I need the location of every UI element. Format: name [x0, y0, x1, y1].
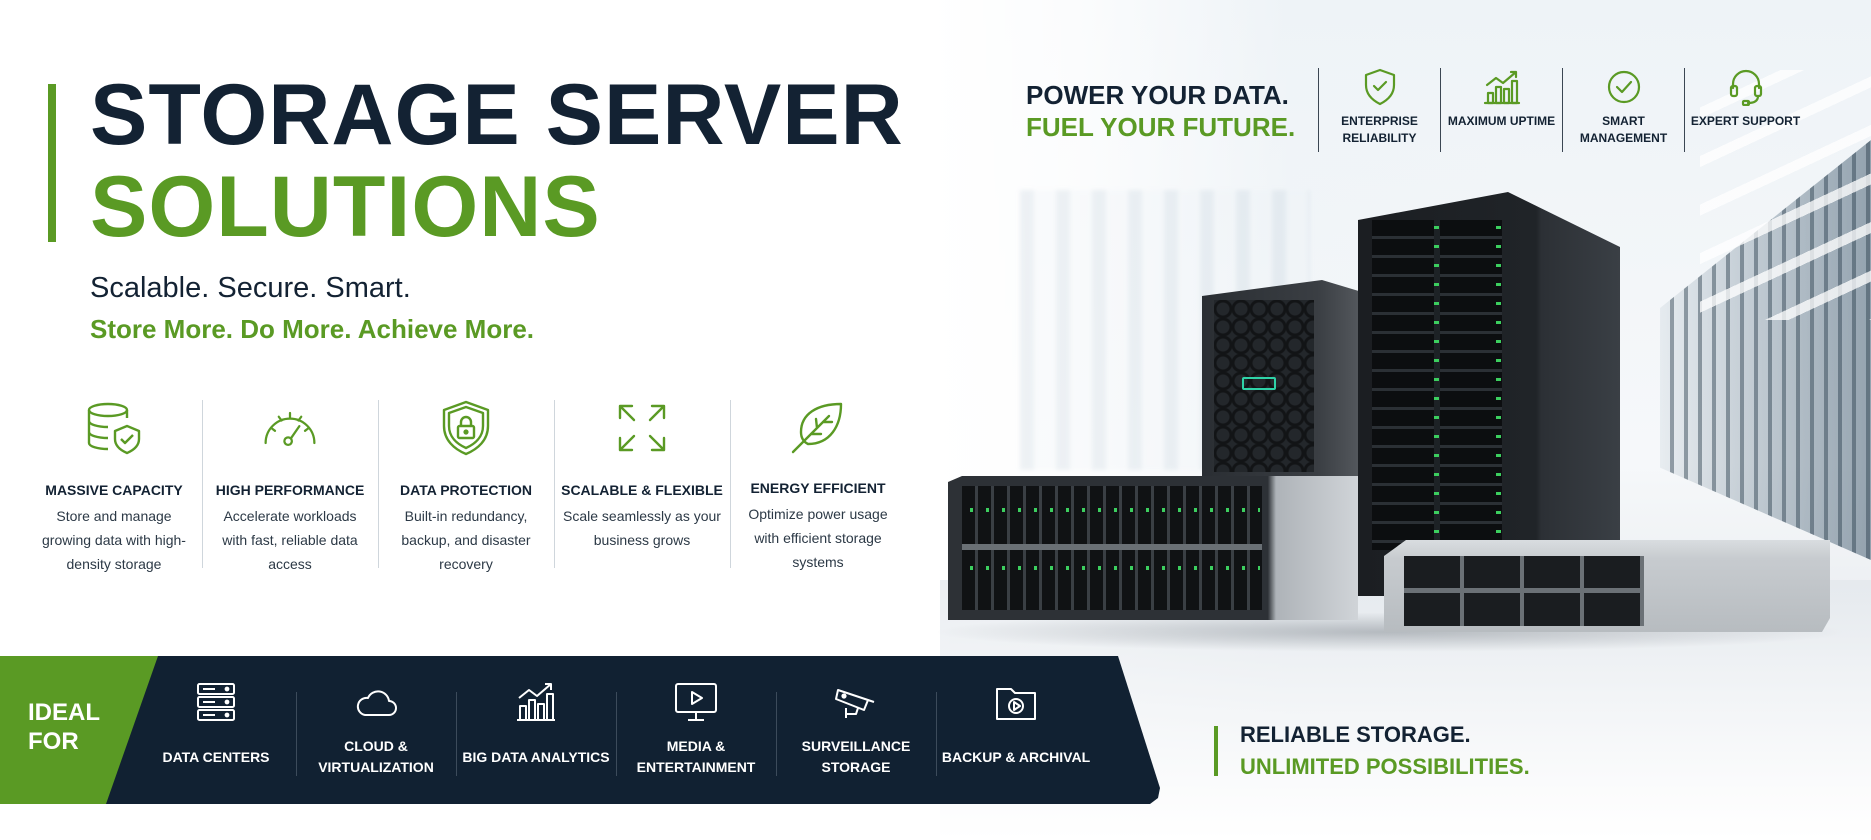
tower-server-badge — [1242, 377, 1276, 390]
feature-high-performance: HIGH PERFORMANCE Accelerate workloads wi… — [202, 398, 378, 572]
ideal-for-item-label: BIG DATA ANALYTICS — [462, 748, 610, 765]
hero-title-line2: SOLUTIONS — [90, 159, 601, 255]
benefit-expert-support: EXPERT SUPPORT — [1684, 68, 1806, 152]
ideal-for-item-label: SURVEILLANCE STORAGE — [801, 738, 911, 775]
rack-server-leds — [1496, 226, 1501, 546]
benefit-list: ENTERPRISE RELIABILITY MAXIMUM UPTIME SM… — [1318, 68, 1806, 152]
tagline-line1: POWER YOUR DATA. — [1026, 80, 1289, 110]
ideal-for-data-centers: DATA CENTERS — [136, 680, 296, 784]
ideal-for-item-label: MEDIA & ENTERTAINMENT — [636, 738, 756, 775]
hero-subtitle-line2: Store More. Do More. Achieve More. — [90, 314, 535, 344]
feature-energy-efficient: ENERGY EFFICIENT Optimize power usage wi… — [730, 398, 906, 570]
benefit-enterprise-reliability: ENTERPRISE RELIABILITY — [1318, 68, 1440, 152]
bar-chart-icon — [514, 680, 558, 724]
hero-subtitle-line1: Scalable. Secure. Smart. — [90, 272, 411, 304]
ideal-for-surveillance: SURVEILLANCE STORAGE — [776, 680, 936, 784]
ideal-for-band — [0, 656, 1160, 804]
feature-title: DATA PROTECTION — [400, 482, 532, 498]
feature-title: HIGH PERFORMANCE — [215, 482, 365, 498]
check-circle-icon — [1605, 68, 1643, 106]
feature-description: Optimize power usage with efficient stor… — [748, 506, 888, 570]
headset-icon — [1727, 68, 1765, 106]
ideal-for-big-data: BIG DATA ANALYTICS — [456, 680, 616, 784]
storage-chassis-small-drive-bays — [1404, 556, 1644, 626]
benefit-label: SMART MANAGEMENT — [1579, 114, 1668, 145]
ideal-for-backup: BACKUP & ARCHIVAL — [936, 680, 1096, 784]
feature-title: MASSIVE CAPACITY — [45, 482, 183, 498]
feature-description: Accelerate workloads with fast, reliable… — [222, 508, 358, 572]
ideal-for-item-label: DATA CENTERS — [162, 748, 270, 765]
storage-chassis-large-leds — [970, 508, 1260, 512]
closing-accent-bar — [1214, 726, 1218, 776]
ideal-for-media: MEDIA & ENTERTAINMENT — [616, 680, 776, 784]
feature-scalable-flexible: SCALABLE & FLEXIBLE Scale seamlessly as … — [554, 398, 730, 570]
feature-data-protection: DATA PROTECTION Built-in redundancy, bac… — [378, 398, 554, 572]
feature-description: Store and manage growing data with high-… — [42, 508, 186, 572]
closing-line2: UNLIMITED POSSIBILITIES. — [1240, 754, 1530, 779]
database-shield-icon — [84, 398, 144, 458]
benefit-label: ENTERPRISE RELIABILITY — [1341, 114, 1418, 145]
shield-check-icon — [1361, 68, 1399, 106]
shield-lock-icon — [436, 398, 496, 458]
rack-server-leds — [1434, 226, 1439, 546]
growth-chart-icon — [1483, 68, 1521, 106]
hero-title-line1: STORAGE SERVER — [90, 67, 904, 163]
folder-backup-icon — [994, 680, 1038, 724]
ideal-for-list: DATA CENTERS CLOUD & VIRTUALIZATION BIG … — [136, 680, 1096, 784]
feature-description: Scale seamlessly as your business grows — [563, 508, 721, 548]
feature-massive-capacity: MASSIVE CAPACITY Store and manage growin… — [26, 398, 202, 572]
feature-title: ENERGY EFFICIENT — [750, 480, 886, 496]
ideal-for-item-label: CLOUD & VIRTUALIZATION — [318, 738, 434, 775]
closing-line1: RELIABLE STORAGE. — [1240, 722, 1471, 747]
expand-arrows-icon — [612, 398, 672, 458]
ceiling-lights — [1700, 70, 1871, 320]
security-camera-icon — [834, 680, 878, 724]
feature-description: Built-in redundancy, backup, and disaste… — [401, 508, 531, 572]
benefit-maximum-uptime: MAXIMUM UPTIME — [1440, 68, 1562, 152]
leaf-icon — [788, 398, 848, 456]
tower-server-grille — [1214, 300, 1314, 472]
hero-accent-bar — [48, 84, 56, 242]
cloud-icon — [354, 680, 398, 724]
monitor-play-icon — [674, 680, 718, 724]
ideal-for-label: IDEAL FOR — [28, 699, 100, 755]
benefit-label: EXPERT SUPPORT — [1690, 114, 1801, 128]
benefit-smart-management: SMART MANAGEMENT — [1562, 68, 1684, 152]
ideal-for-cloud: CLOUD & VIRTUALIZATION — [296, 680, 456, 784]
speedometer-icon — [260, 398, 320, 458]
ideal-for-item-label: BACKUP & ARCHIVAL — [941, 748, 1091, 765]
tagline-line2: FUEL YOUR FUTURE. — [1026, 112, 1296, 142]
feature-list: MASSIVE CAPACITY Store and manage growin… — [26, 398, 906, 572]
feature-title: SCALABLE & FLEXIBLE — [561, 482, 723, 498]
server-rack-icon — [194, 680, 238, 724]
storage-chassis-large-leds — [970, 566, 1260, 570]
storage-chassis-large-drive-bays — [962, 486, 1262, 610]
benefit-label: MAXIMUM UPTIME — [1447, 114, 1556, 128]
